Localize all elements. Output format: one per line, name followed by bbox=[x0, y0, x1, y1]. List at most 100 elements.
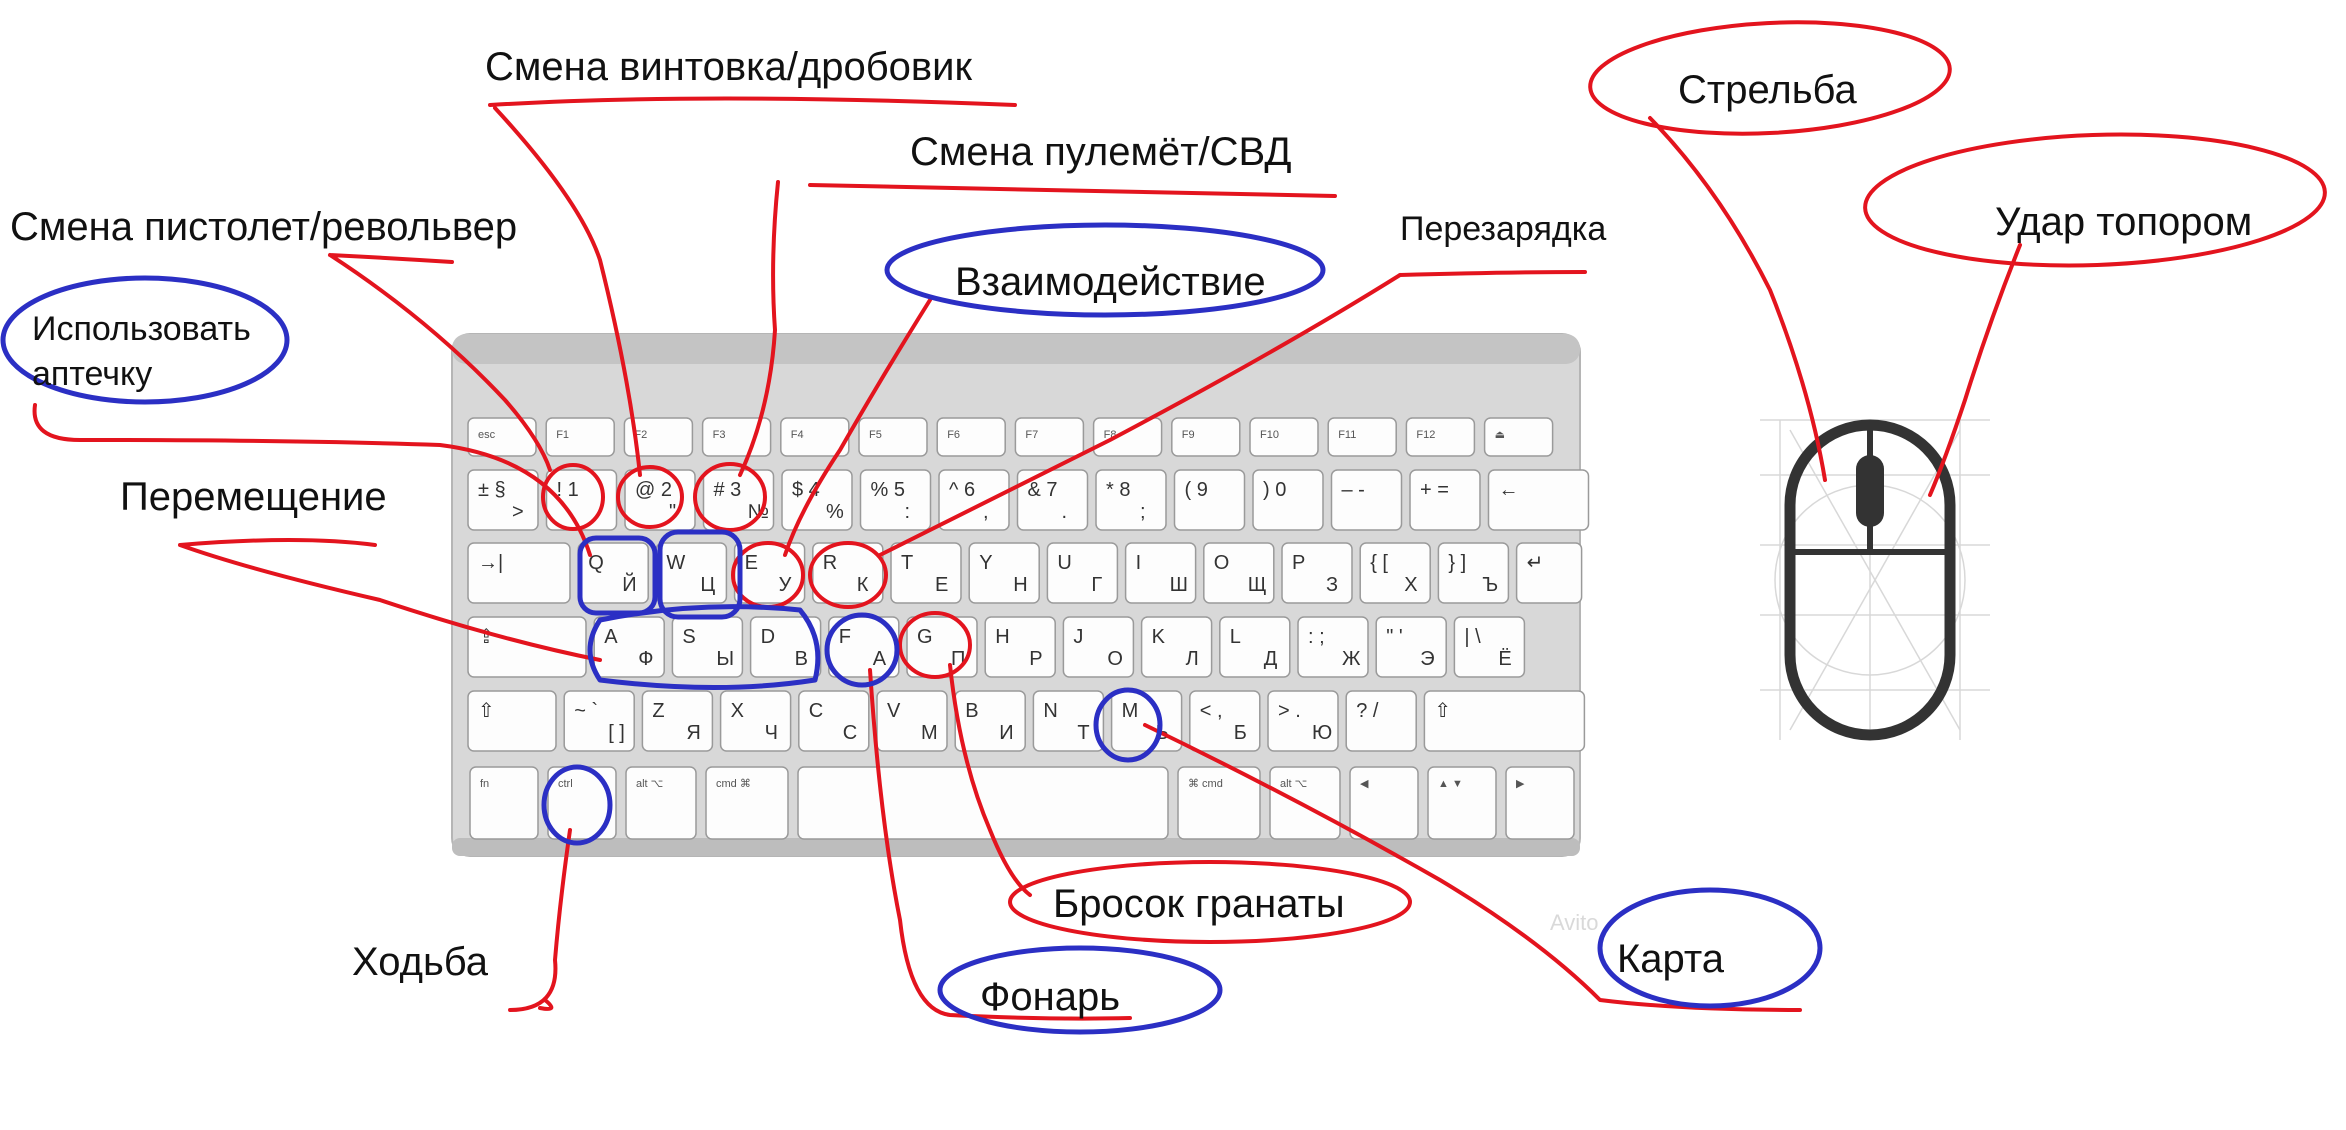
key-bottom-8-label: ▲ ▼ bbox=[1438, 778, 1463, 790]
key-fn-0-cap bbox=[467, 417, 537, 457]
key-q-1: QЙ bbox=[577, 542, 649, 604]
key-a-9-label: L bbox=[1230, 626, 1241, 648]
key-q-2-label: W bbox=[666, 552, 685, 574]
key-fn-9: F9 bbox=[1171, 417, 1241, 457]
key-fn-1-label: F1 bbox=[556, 429, 569, 441]
key-a-12-cap bbox=[1453, 616, 1526, 678]
key-num-4-ru-label: % bbox=[826, 501, 844, 523]
key-z-4-cap bbox=[798, 690, 870, 752]
key-q-10-ru-label: З bbox=[1326, 574, 1338, 596]
key-z-10-ru-label: Ю bbox=[1312, 722, 1332, 744]
key-bottom-9-label: ▶ bbox=[1516, 778, 1525, 790]
key-fn-4-label: F4 bbox=[791, 429, 804, 441]
key-q-3-ru-label: У bbox=[779, 574, 792, 596]
key-q-5-ru-label: Е bbox=[935, 574, 948, 596]
key-q-7-ru-label: Г bbox=[1091, 574, 1102, 596]
key-a-6-cap bbox=[984, 616, 1056, 678]
label-switch-pistol-revolver: Смена пистолет/револьвер bbox=[10, 205, 517, 249]
key-fn-9-cap bbox=[1171, 417, 1241, 457]
label-switch-mg-svd: Смена пулемёт/СВД bbox=[910, 130, 1291, 174]
key-a-0: ⇪ bbox=[467, 616, 587, 678]
flashlight-label-ellipse bbox=[937, 945, 1223, 1035]
label-reload: Перезарядка bbox=[1400, 210, 1606, 248]
label-walk: Ходьба bbox=[352, 940, 489, 984]
key-num-9-cap bbox=[1173, 469, 1246, 531]
key-num-5-ru-label: : bbox=[905, 501, 911, 523]
label-throw-grenade: Бросок гранаты bbox=[1053, 882, 1345, 926]
line-medkit bbox=[32, 403, 592, 557]
line-walk bbox=[508, 828, 572, 1012]
key-a-9: LД bbox=[1219, 616, 1291, 678]
key-a-3-cap bbox=[749, 616, 822, 678]
key-fn-0: esc bbox=[467, 417, 537, 457]
key-z-4-label: C bbox=[809, 700, 823, 722]
key-a-6-label: H bbox=[995, 626, 1009, 648]
circle-key-3 bbox=[693, 462, 767, 532]
key-bottom-0-label: fn bbox=[480, 778, 489, 790]
key-fn-1-cap bbox=[545, 417, 615, 457]
key-bottom-9: ▶ bbox=[1505, 766, 1575, 840]
label-shoot: Стрельба bbox=[1678, 68, 1858, 112]
key-z-11: ? / bbox=[1345, 690, 1417, 752]
key-num-10: ) 0 bbox=[1252, 469, 1324, 531]
key-z-6-label: B bbox=[965, 700, 978, 722]
key-num-4: $ 4% bbox=[781, 469, 853, 531]
key-a-9-ru-label: Д bbox=[1264, 648, 1278, 670]
key-z-10-label: > . bbox=[1278, 700, 1301, 722]
key-q-12-ru-label: Ъ bbox=[1482, 574, 1498, 596]
key-a-6-ru-label: Р bbox=[1029, 648, 1042, 670]
key-bottom-7-cap bbox=[1349, 766, 1419, 840]
key-q-11-ru-label: Х bbox=[1404, 574, 1417, 596]
key-z-11-label: ? / bbox=[1356, 700, 1379, 722]
key-q-8: IШ bbox=[1124, 542, 1197, 604]
key-fn-5-label: F5 bbox=[869, 429, 882, 441]
key-q-5-label: T bbox=[901, 552, 913, 574]
key-a-10-label: : ; bbox=[1308, 626, 1325, 648]
key-z-1: ~ `[ ] bbox=[563, 690, 635, 752]
key-z-2-label: Z bbox=[652, 700, 664, 722]
key-fn-9-label: F9 bbox=[1182, 429, 1195, 441]
key-q-1-label: Q bbox=[588, 552, 604, 574]
key-z-10-cap bbox=[1267, 690, 1339, 752]
key-z-6-ru-label: И bbox=[999, 722, 1013, 744]
key-z-5-cap bbox=[876, 690, 948, 752]
key-a-1-label: A bbox=[604, 626, 618, 648]
key-z-4-ru-label: С bbox=[843, 722, 857, 744]
key-num-7-label: & 7 bbox=[1028, 479, 1058, 501]
key-z-1-label: ~ ` bbox=[574, 700, 598, 722]
key-a-0-cap bbox=[467, 616, 587, 678]
key-num-2: @ 2" bbox=[624, 469, 696, 531]
key-a-3-ru-label: В bbox=[795, 648, 808, 670]
watermark: Avito bbox=[1550, 910, 1599, 935]
circle-key-1 bbox=[541, 463, 605, 531]
key-bottom-5: ⌘ cmd bbox=[1177, 766, 1261, 840]
key-fn-10-label: F10 bbox=[1260, 429, 1279, 441]
key-z-7-ru-label: Т bbox=[1077, 722, 1089, 744]
key-num-12-label: + = bbox=[1420, 479, 1449, 501]
key-z-5: VМ bbox=[876, 690, 948, 752]
key-z-5-label: V bbox=[887, 700, 901, 722]
key-z-9: < ,Б bbox=[1189, 690, 1261, 752]
key-a-8-label: K bbox=[1152, 626, 1166, 648]
keyboard-top-edge bbox=[452, 334, 1580, 364]
key-bottom-8: ▲ ▼ bbox=[1427, 766, 1497, 840]
key-q-9-label: O bbox=[1214, 552, 1230, 574]
key-z-7: NТ bbox=[1032, 690, 1105, 752]
key-a-10-cap bbox=[1297, 616, 1369, 678]
line-mg-svd bbox=[738, 180, 1337, 477]
line-movement bbox=[178, 538, 602, 662]
key-num-8-cap bbox=[1095, 469, 1167, 531]
key-a-8-ru-label: Л bbox=[1186, 648, 1199, 670]
line-map bbox=[1143, 723, 1802, 1012]
key-num-2-label: @ 2 bbox=[635, 479, 672, 501]
key-fn-10-cap bbox=[1249, 417, 1319, 457]
key-a-11-cap bbox=[1375, 616, 1447, 678]
key-bottom-2: alt ⌥ bbox=[625, 766, 697, 840]
key-z-9-label: < , bbox=[1200, 700, 1223, 722]
key-fn-12: F12 bbox=[1405, 417, 1476, 457]
key-a-12: | \Ё bbox=[1453, 616, 1526, 678]
key-q-2: WЦ bbox=[655, 542, 728, 604]
key-z-8: MЬ bbox=[1110, 690, 1183, 752]
key-fn-7: F7 bbox=[1014, 417, 1085, 457]
